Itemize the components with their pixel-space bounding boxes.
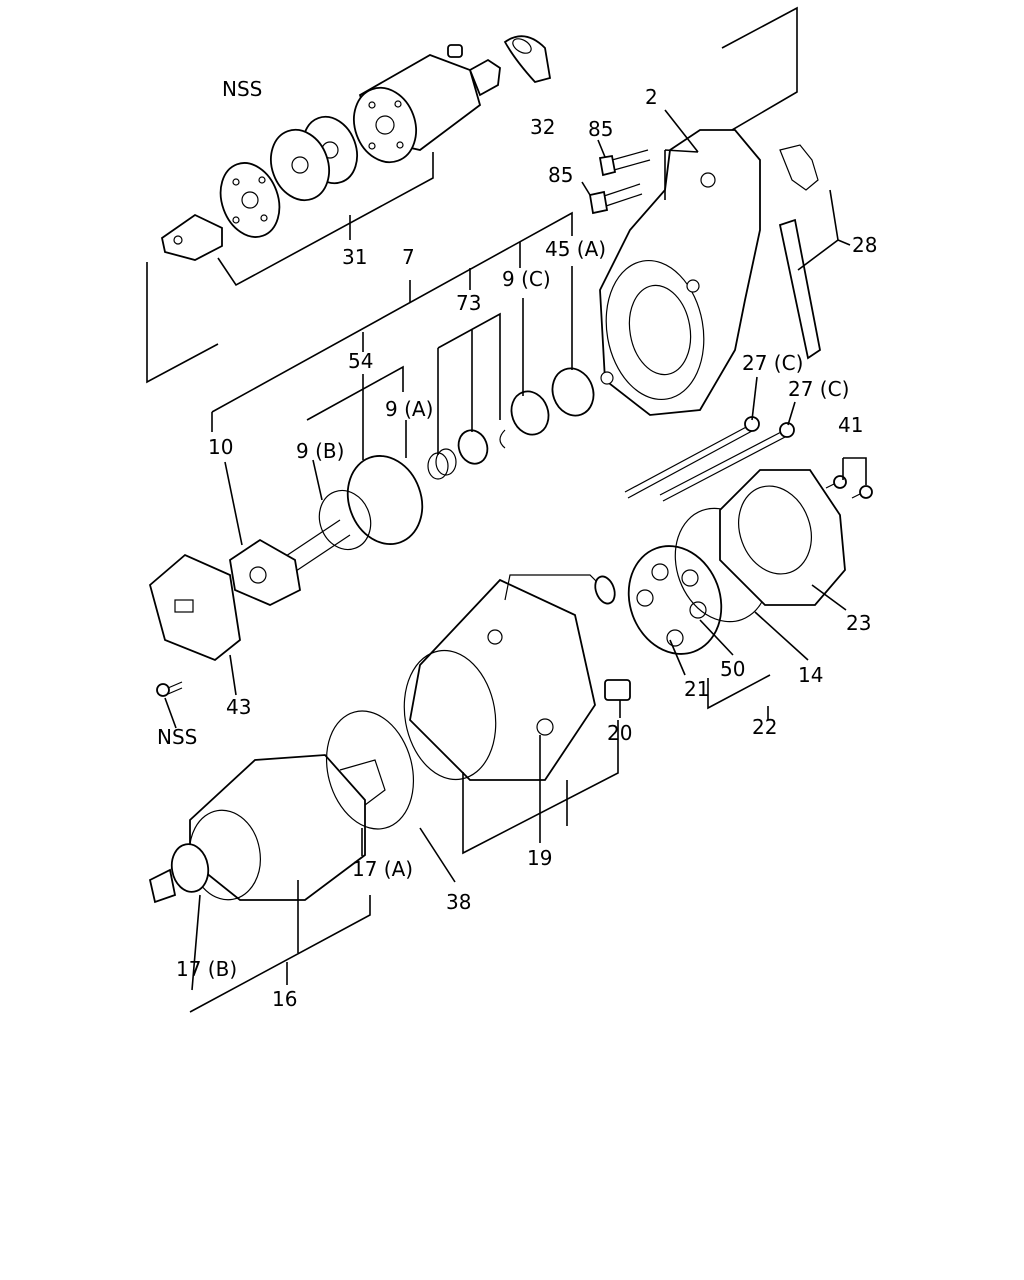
terminal-20-part bbox=[604, 679, 631, 701]
callout-27c-2: 27 (C) bbox=[788, 377, 849, 401]
callout-85-lower: 85 bbox=[548, 163, 573, 187]
callout-54: 54 bbox=[348, 349, 373, 373]
lever-spring-part bbox=[778, 144, 821, 360]
ring-73-part bbox=[457, 429, 489, 465]
callout-17b: 17 (B) bbox=[176, 957, 237, 981]
o-ring-38-part bbox=[325, 710, 415, 830]
nss-washer-3 bbox=[219, 162, 281, 238]
callout-9a: 9 (A) bbox=[385, 397, 433, 421]
armature-part bbox=[148, 754, 386, 904]
through-bolt-1 bbox=[624, 416, 760, 499]
screw-41-part bbox=[825, 475, 873, 499]
bolt-85-upper bbox=[598, 149, 651, 177]
callout-38: 38 bbox=[446, 890, 471, 914]
bolt-85-lower bbox=[588, 183, 643, 215]
drive-end-housing-part bbox=[599, 129, 761, 416]
callout-41: 41 bbox=[838, 413, 863, 437]
callout-23: 23 bbox=[846, 611, 871, 635]
leader-lines bbox=[146, 6, 867, 1013]
solenoid-part bbox=[353, 44, 501, 164]
callout-9c: 9 (C) bbox=[502, 267, 551, 291]
callout-73: 73 bbox=[456, 291, 481, 315]
center-plate-part bbox=[148, 553, 241, 662]
callout-17a: 17 (A) bbox=[352, 857, 413, 881]
boot-cap-part bbox=[503, 35, 552, 84]
callout-2: 2 bbox=[645, 85, 658, 109]
brush-holder-part bbox=[627, 545, 723, 655]
callout-20: 20 bbox=[607, 721, 632, 745]
callout-16: 16 bbox=[272, 987, 297, 1011]
callout-nss-top: NSS bbox=[222, 77, 262, 101]
through-bolt-2 bbox=[659, 422, 795, 502]
callout-19: 19 bbox=[527, 846, 552, 870]
yoke-field-coil-part bbox=[403, 574, 616, 781]
callout-45a: 45 (A) bbox=[545, 237, 606, 261]
callout-43: 43 bbox=[226, 695, 251, 719]
callout-50: 50 bbox=[720, 657, 745, 681]
bushing-45a-part bbox=[551, 367, 595, 417]
callout-nss-bottom: NSS bbox=[157, 725, 197, 749]
callout-10: 10 bbox=[208, 435, 233, 459]
spring-9a-part bbox=[427, 448, 457, 480]
rear-cover-part bbox=[719, 469, 846, 606]
callout-28: 28 bbox=[852, 233, 877, 257]
snap-ring-part bbox=[499, 429, 506, 449]
callout-14: 14 bbox=[798, 663, 823, 687]
callout-27c-1: 27 (C) bbox=[742, 351, 803, 375]
callout-9b: 9 (B) bbox=[296, 439, 344, 463]
nss-washer-2 bbox=[270, 128, 330, 202]
overrunning-clutch-part bbox=[279, 455, 424, 576]
collar-9c-part bbox=[510, 390, 550, 436]
plunger-part bbox=[160, 213, 223, 261]
screw-nss-part bbox=[156, 681, 183, 697]
callout-7: 7 bbox=[402, 245, 415, 269]
callout-21: 21 bbox=[684, 677, 709, 701]
pinion-gear-part bbox=[229, 538, 301, 606]
callout-85-upper: 85 bbox=[588, 117, 613, 141]
callout-22: 22 bbox=[752, 715, 777, 739]
callout-32: 32 bbox=[530, 115, 555, 139]
callout-31: 31 bbox=[342, 245, 367, 269]
